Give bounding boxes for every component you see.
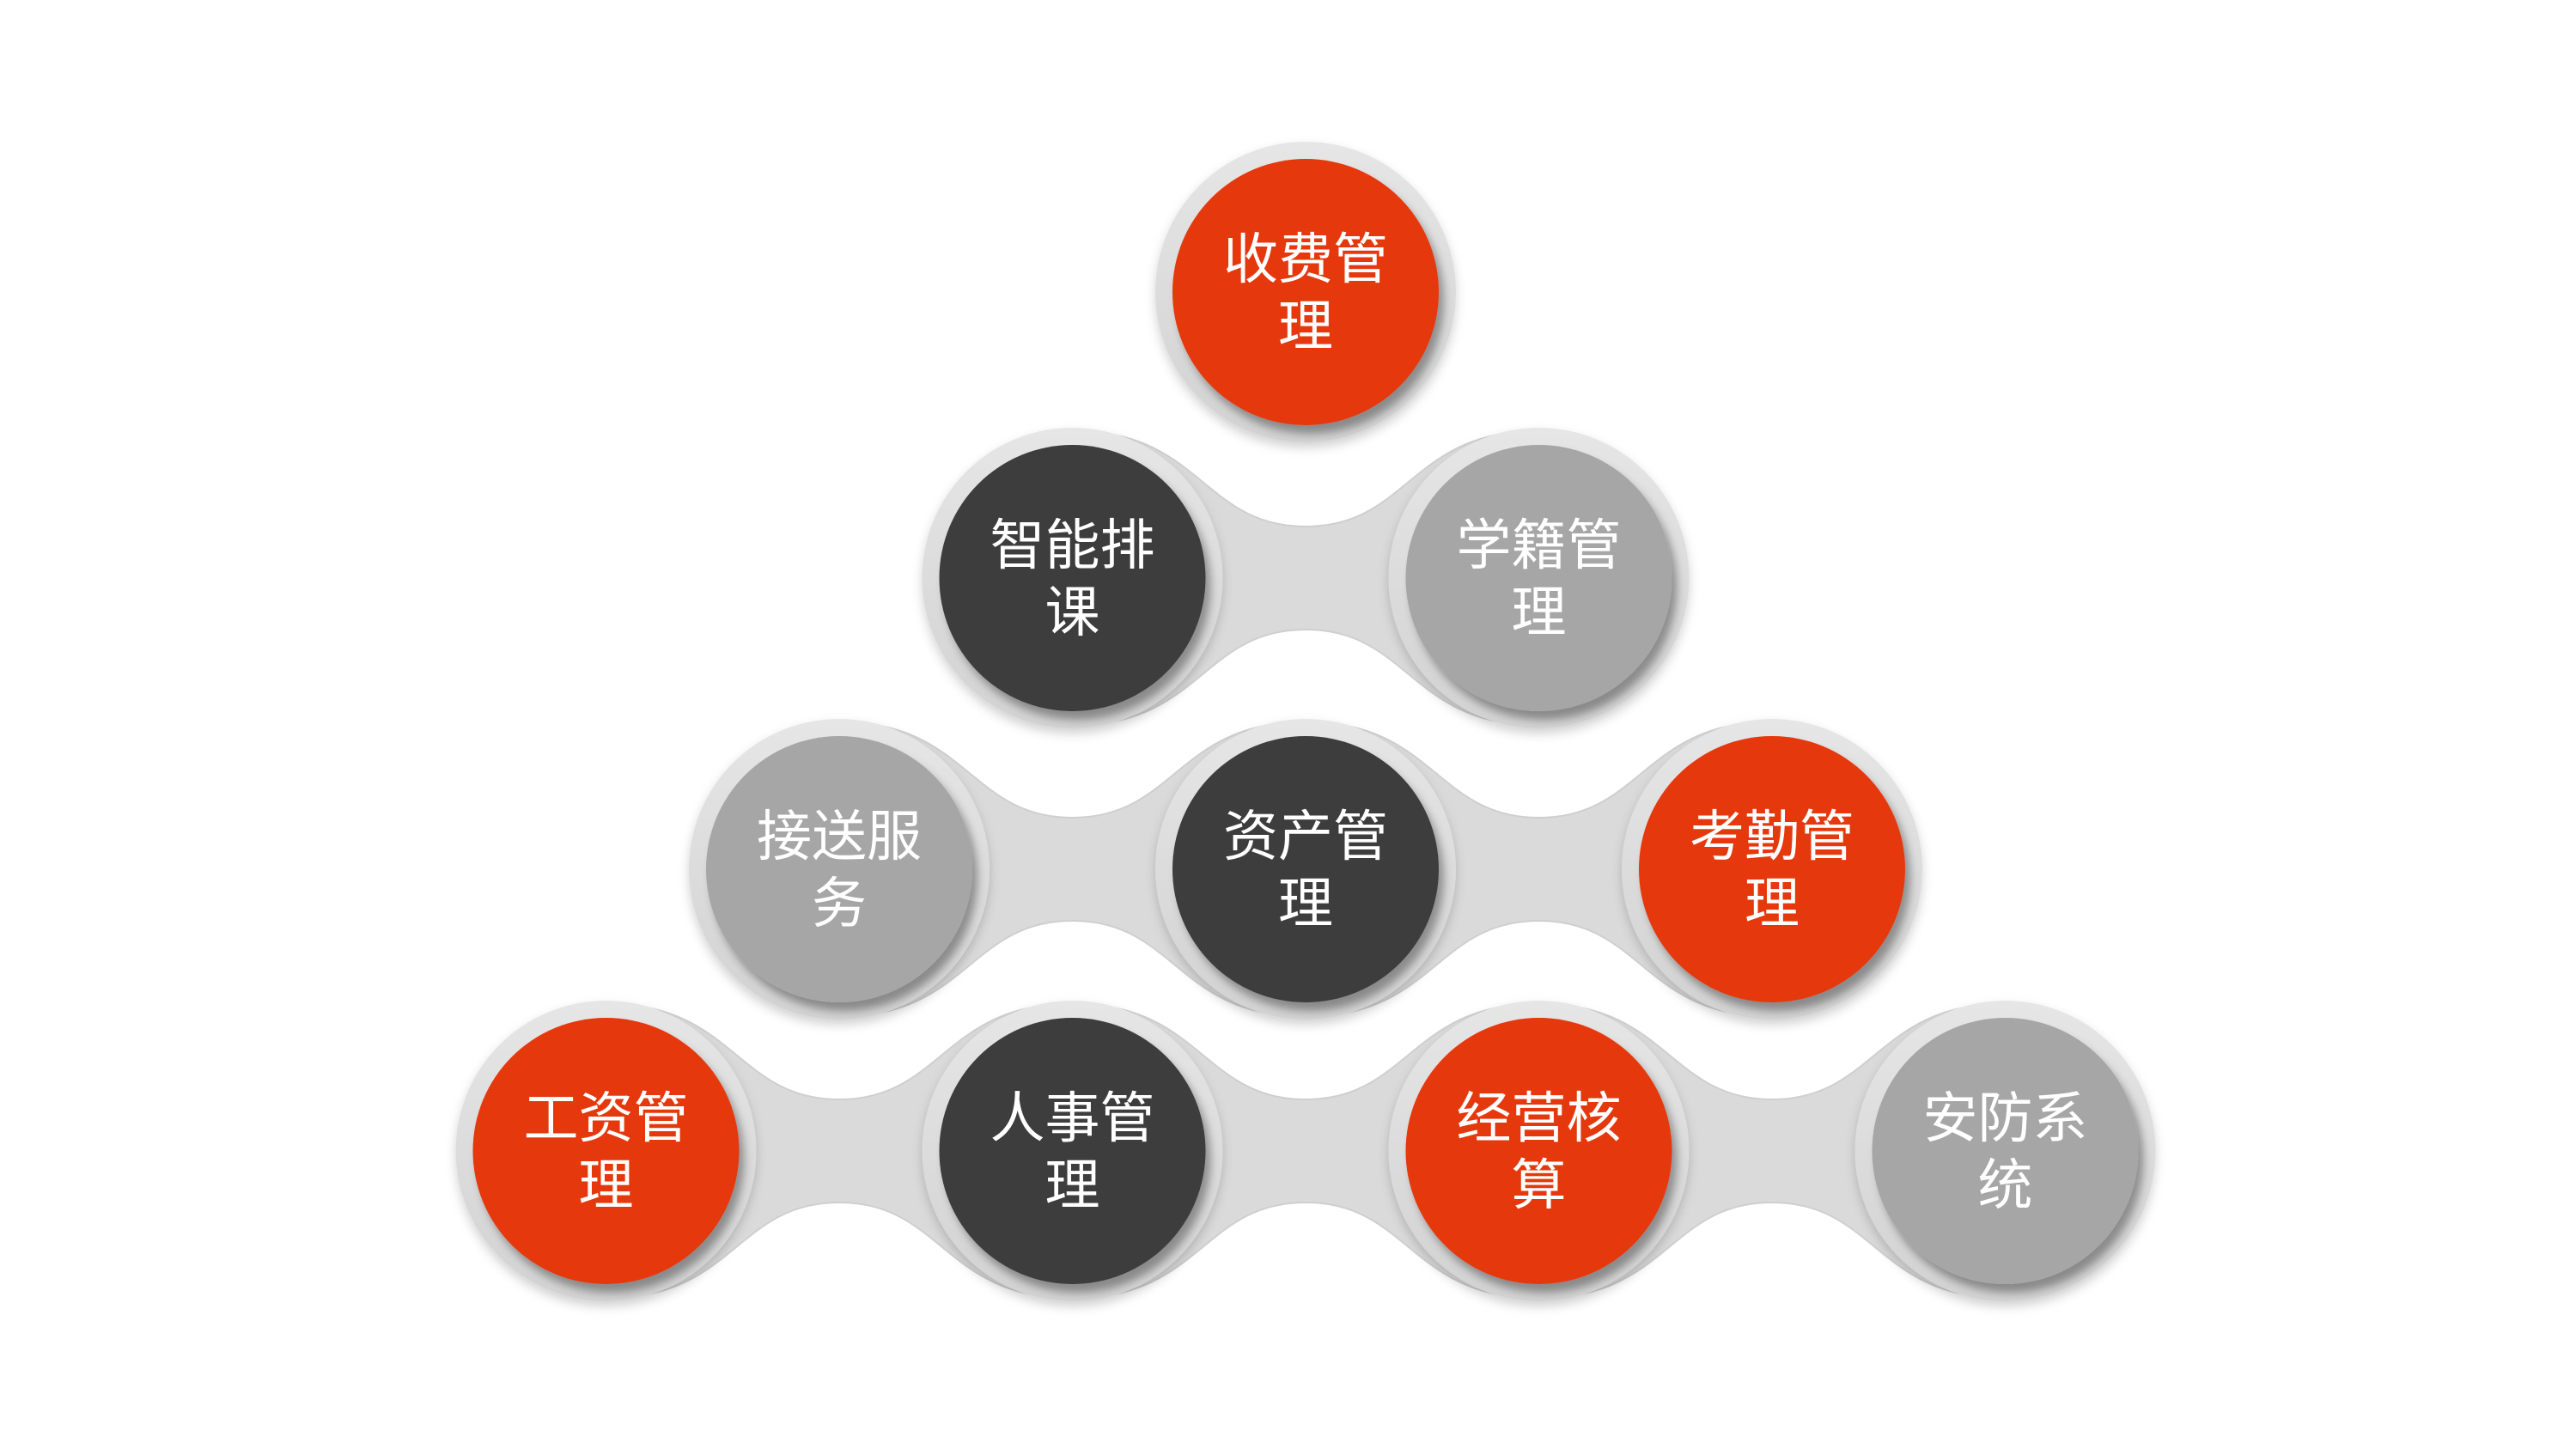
- node-disc-gray: [706, 736, 972, 1002]
- node-label-line: 工资管: [524, 1087, 689, 1151]
- node-label-line: 课: [1045, 581, 1100, 645]
- node-label-line: 收费管: [1223, 228, 1388, 292]
- node-disc-red: [1172, 159, 1439, 425]
- node-label-line: 理: [1278, 873, 1333, 936]
- node-disc-red: [1639, 736, 1905, 1002]
- node-label-line: 理: [1512, 581, 1567, 645]
- node-label-line: 人事管: [990, 1087, 1155, 1151]
- node-label-line: 智能排: [990, 514, 1155, 578]
- node-disc-red: [472, 1018, 740, 1284]
- node-label-line: 资产管: [1223, 806, 1388, 869]
- node-disc-gray: [1405, 445, 1672, 711]
- node-label-line: 务: [812, 873, 867, 936]
- node-label-line: 安防系: [1923, 1087, 2088, 1151]
- node-label-line: 学籍管: [1457, 514, 1622, 578]
- node-label-line: 理: [579, 1154, 634, 1218]
- node-disc-dark: [939, 1018, 1206, 1284]
- node-disc-dark: [939, 445, 1206, 711]
- node-label-line: 理: [1045, 1154, 1100, 1218]
- node-disc-red: [1405, 1018, 1672, 1284]
- node-label-line: 接送服: [757, 806, 922, 869]
- node-label-line: 算: [1512, 1154, 1567, 1218]
- node-label-line: 考勤管: [1690, 806, 1854, 869]
- node-disc-gray: [1872, 1018, 2139, 1284]
- node-label-line: 理: [1278, 295, 1333, 359]
- node-label-line: 统: [1978, 1154, 2033, 1218]
- node-label-line: 理: [1745, 873, 1800, 936]
- node-label-line: 经营核: [1457, 1087, 1622, 1151]
- node-disc-dark: [1172, 736, 1439, 1002]
